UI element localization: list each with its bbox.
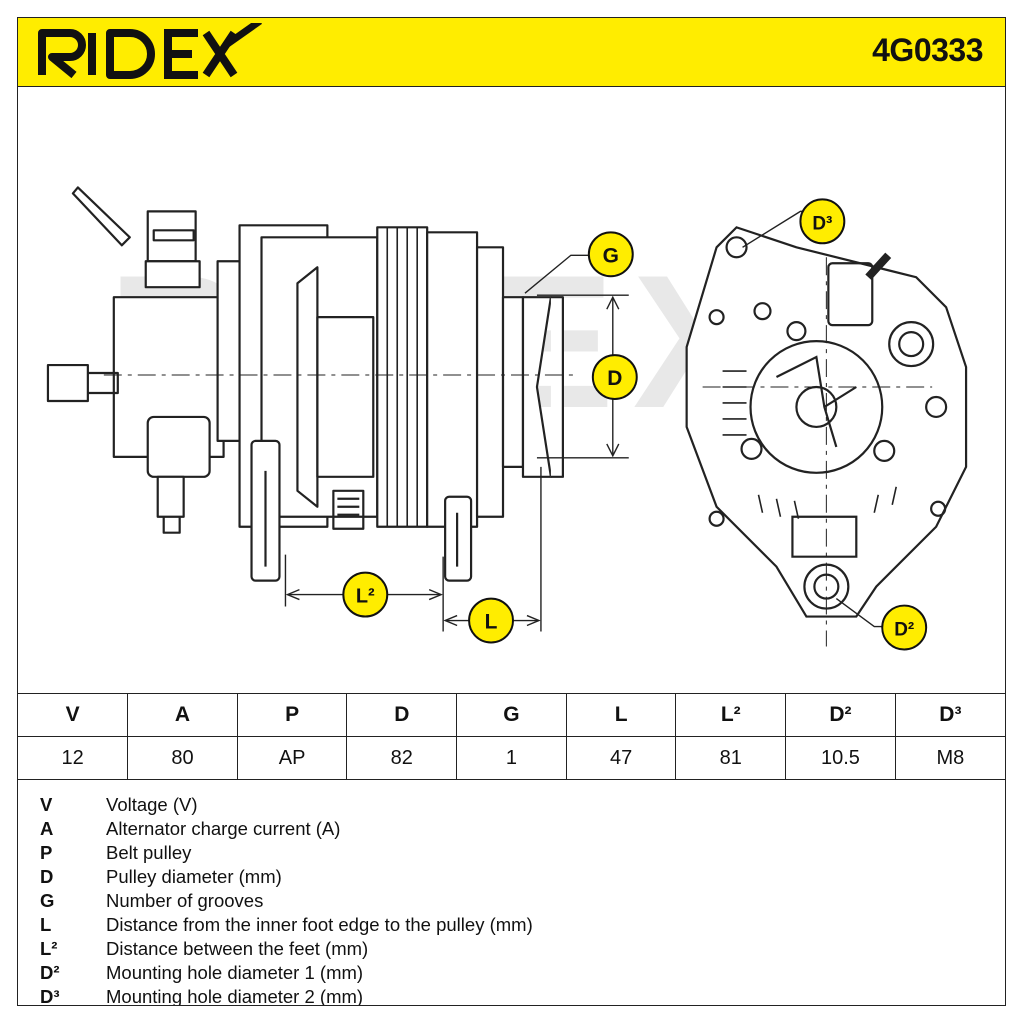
callout-d-label: D bbox=[607, 367, 622, 390]
spec-value: AP bbox=[236, 736, 348, 780]
spec-header: L bbox=[565, 693, 677, 737]
callout-g-label: G bbox=[603, 244, 619, 267]
legend-key: V bbox=[40, 794, 53, 815]
legend-key: D² bbox=[40, 962, 60, 983]
specs-value-row: 12 80 AP 82 1 47 81 10.5 M8 bbox=[18, 736, 1005, 780]
legend-desc: Distance between the feet (mm) bbox=[106, 938, 369, 959]
callout-l: L bbox=[468, 597, 514, 644]
spec-value: 47 bbox=[565, 736, 677, 780]
callout-l2: L² bbox=[342, 571, 389, 618]
spec-value: 80 bbox=[127, 736, 238, 780]
callout-d2-label: D² bbox=[894, 620, 914, 641]
legend-key: P bbox=[40, 842, 53, 863]
callout-l-label: L bbox=[485, 611, 498, 634]
spec-header: G bbox=[456, 693, 567, 737]
legend-key: L bbox=[40, 914, 52, 935]
legend-desc: Mounting hole diameter 1 (mm) bbox=[106, 962, 364, 983]
callout-d3-label: D³ bbox=[812, 213, 832, 234]
spec-value: 81 bbox=[675, 736, 787, 780]
product-sheet: 4G0333 RIDEX bbox=[17, 17, 1006, 1006]
legend-key: D bbox=[40, 866, 54, 887]
spec-header: D³ bbox=[894, 693, 1005, 737]
spec-value: M8 bbox=[894, 736, 1005, 780]
spec-header: L² bbox=[675, 693, 787, 737]
part-number: 4G0333 bbox=[872, 32, 983, 68]
legend-desc: Pulley diameter (mm) bbox=[106, 866, 282, 887]
legend-desc: Mounting hole diameter 2 (mm) bbox=[106, 986, 364, 1006]
ridex-logo bbox=[38, 23, 263, 79]
specs-table: V A P D G L L² D² D³ 12 80 AP 82 1 47 81… bbox=[18, 693, 1005, 780]
spec-value: 10.5 bbox=[785, 736, 896, 780]
spec-header: V bbox=[18, 693, 129, 737]
specs-header-row: V A P D G L L² D² D³ bbox=[18, 693, 1005, 737]
legend: V Voltage (V) A Alternator charge curren… bbox=[18, 787, 1005, 1006]
alternator-drawing: RIDEX bbox=[46, 186, 968, 651]
legend-desc: Distance from the inner foot edge to the… bbox=[106, 914, 533, 935]
legend-row: G Number of grooves bbox=[18, 889, 1005, 913]
legend-row: L² Distance between the feet (mm) bbox=[18, 937, 1005, 961]
callout-d: D bbox=[591, 354, 638, 400]
legend-key: G bbox=[40, 890, 55, 911]
legend-desc: Belt pulley bbox=[106, 842, 192, 863]
legend-row: A Alternator charge current (A) bbox=[18, 817, 1005, 841]
legend-desc: Voltage (V) bbox=[106, 794, 198, 815]
legend-key: L² bbox=[40, 938, 58, 959]
callout-d2: D² bbox=[881, 604, 928, 651]
legend-row: L Distance from the inner foot edge to t… bbox=[18, 913, 1005, 937]
spec-value: 1 bbox=[456, 736, 567, 780]
front-view bbox=[685, 226, 968, 647]
legend-row: V Voltage (V) bbox=[18, 793, 1005, 817]
legend-row: D² Mounting hole diameter 1 (mm) bbox=[18, 961, 1005, 985]
legend-desc: Alternator charge current (A) bbox=[106, 818, 341, 839]
legend-row: P Belt pulley bbox=[18, 841, 1005, 865]
callout-l2-label: L² bbox=[356, 586, 375, 608]
spec-header: D bbox=[346, 693, 458, 737]
spec-value: 12 bbox=[18, 736, 129, 780]
legend-row: D Pulley diameter (mm) bbox=[18, 865, 1005, 889]
spec-header: A bbox=[127, 693, 238, 737]
leader-d2 bbox=[835, 598, 885, 628]
callout-g: G bbox=[587, 231, 634, 278]
side-view bbox=[46, 186, 577, 582]
legend-key: A bbox=[40, 818, 54, 839]
legend-row: D³ Mounting hole diameter 2 (mm) bbox=[18, 985, 1005, 1006]
legend-key: D³ bbox=[40, 986, 60, 1006]
header-bar: 4G0333 bbox=[18, 18, 1005, 87]
spec-value: 82 bbox=[346, 736, 458, 780]
spec-header: D² bbox=[785, 693, 896, 737]
spec-header: P bbox=[236, 693, 348, 737]
legend-desc: Number of grooves bbox=[106, 890, 264, 911]
callout-d3: D³ bbox=[799, 198, 846, 245]
